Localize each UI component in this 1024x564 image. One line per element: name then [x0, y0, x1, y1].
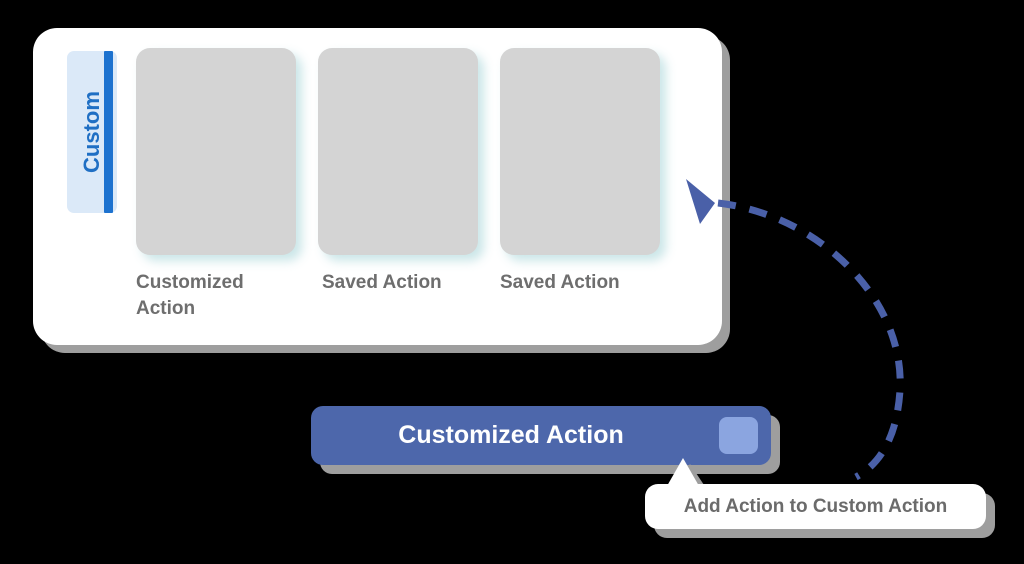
action-card-thumbnail[interactable]	[136, 48, 296, 255]
tooltip: Add Action to Custom Action	[645, 484, 986, 529]
add-action-button[interactable]	[719, 417, 758, 454]
tooltip-pointer	[667, 458, 699, 486]
action-card-label: Saved Action	[500, 272, 620, 293]
action-card-label: Saved Action	[322, 272, 442, 293]
custom-category-tab-label: Custom	[79, 91, 104, 173]
tooltip-label: Add Action to Custom Action	[683, 496, 948, 517]
action-card-thumbnail[interactable]	[500, 48, 660, 255]
action-card-thumbnail[interactable]	[318, 48, 478, 255]
customized-action-bar[interactable]: Customized Action	[311, 406, 771, 465]
customized-action-bar-label: Customized Action	[398, 421, 624, 449]
action-card-label: Customized Action	[136, 272, 244, 319]
custom-category-tab-accent-bar	[104, 51, 113, 213]
